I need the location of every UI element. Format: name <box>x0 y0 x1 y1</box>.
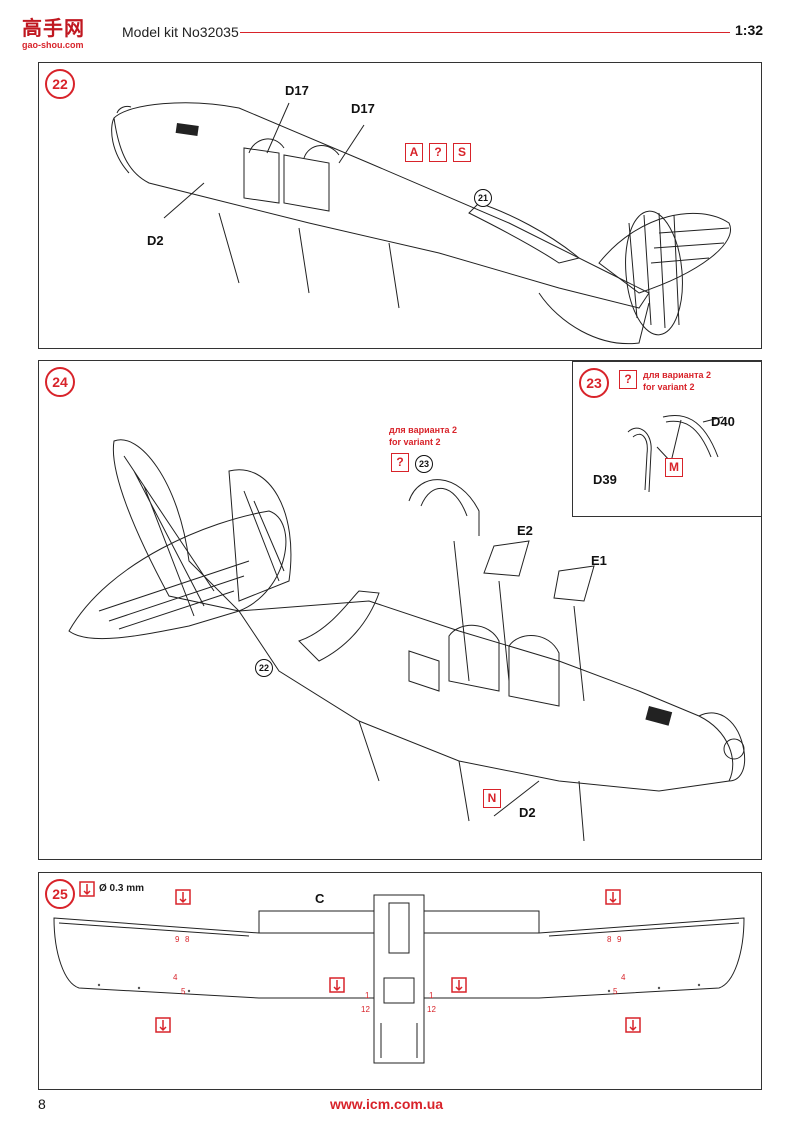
drill-icon-left-tip <box>175 889 191 905</box>
part-e1: E1 <box>591 553 607 568</box>
ref-step-23: 23 <box>415 455 433 473</box>
step-25-panel: 25 Ø 0.3 mm C 9 8 8 9 4 5 4 5 1 12 1 12 <box>38 872 762 1090</box>
page-number: 8 <box>38 1096 46 1112</box>
option-n-box: N <box>483 789 501 808</box>
kit-label: Model kit No32035 <box>122 24 239 40</box>
footer-url[interactable]: www.icm.com.ua <box>330 1096 444 1112</box>
fuselage-drawing-22 <box>111 102 731 345</box>
part-c: C <box>315 891 325 906</box>
scale-label: 1:32 <box>735 22 764 38</box>
drill-icon-center-right <box>451 977 467 993</box>
drill-icon-header <box>79 881 95 897</box>
step-22-panel: 22 D17 D17 D2 21 A ? S <box>38 62 762 349</box>
canopy-frame-drawing <box>627 414 724 493</box>
drill-num-left-tip-a: 9 <box>175 935 180 944</box>
part-d2-24: D2 <box>519 805 536 820</box>
option-s-box: S <box>453 143 471 162</box>
drill-num-center-right-a: 1 <box>429 991 434 1000</box>
drill-num-right-mid-b: 5 <box>613 987 618 996</box>
variant-text-ru: для варианта 2 <box>389 425 457 435</box>
variant-text-ru-23: для варианта 2 <box>643 370 711 380</box>
drill-num-left-tip-b: 8 <box>185 935 190 944</box>
drill-num-center-left-a: 1 <box>365 991 370 1000</box>
drill-num-right-tip-a: 8 <box>607 935 612 944</box>
part-e2: E2 <box>517 523 533 538</box>
option-a-box: A <box>405 143 423 162</box>
drill-num-right-tip-b: 9 <box>617 935 622 944</box>
brand-logo: 高手网 gao-shou.com <box>22 6 114 56</box>
ref-step-21: 21 <box>474 189 492 207</box>
question-box-24: ? <box>391 453 409 472</box>
drill-icon-right-mid <box>625 1017 641 1033</box>
part-d2: D2 <box>147 233 164 248</box>
drill-num-left-mid-b: 5 <box>181 987 186 996</box>
drill-icon-right-tip <box>605 889 621 905</box>
drill-icon-left-mid <box>155 1017 171 1033</box>
drill-num-center-left-b: 12 <box>361 1005 370 1014</box>
step-23-number: 23 <box>579 368 609 398</box>
option-question-box: ? <box>429 143 447 162</box>
header-rule <box>240 32 730 33</box>
brand-title: 高手网 <box>22 18 85 40</box>
ref-step-22: 22 <box>255 659 273 677</box>
step-24-number: 24 <box>45 367 75 397</box>
part-d17-b: D17 <box>351 101 375 116</box>
option-m-box: M <box>665 458 683 477</box>
variant-text-en: for variant 2 <box>389 437 441 447</box>
drill-num-center-right-b: 12 <box>427 1005 436 1014</box>
step-22-number: 22 <box>45 69 75 99</box>
brand-url: gao-shou.com <box>22 40 84 50</box>
drill-num-right-mid-a: 4 <box>621 973 626 982</box>
question-box-23: ? <box>619 370 637 389</box>
fuselage-drawing-24 <box>68 439 746 842</box>
step-23-inset: 23 ? для варианта 2 for variant 2 D40 D3… <box>572 361 762 517</box>
wing-drawing-25 <box>53 894 745 1064</box>
drill-icon-center-left <box>329 977 345 993</box>
variant-text-en-23: for variant 2 <box>643 382 695 392</box>
drill-size-label: Ø 0.3 mm <box>99 883 145 894</box>
part-d17-a: D17 <box>285 83 309 98</box>
part-d40: D40 <box>711 414 735 429</box>
step-24-panel: 24 для варианта 2 for variant 2 ? 23 22 … <box>38 360 762 860</box>
part-d39: D39 <box>593 472 617 487</box>
step-25-number: 25 <box>45 879 75 909</box>
drill-num-left-mid-a: 4 <box>173 973 178 982</box>
